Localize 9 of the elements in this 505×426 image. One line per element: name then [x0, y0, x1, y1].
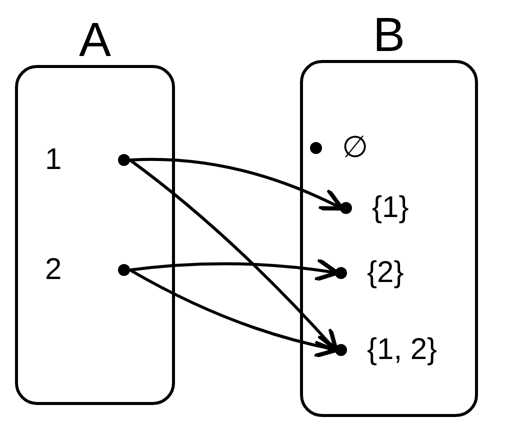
element-label: {2}: [367, 258, 404, 288]
set-label: B: [372, 12, 405, 60]
element-label: 1: [45, 145, 62, 175]
element-label: 2: [45, 255, 62, 285]
element-label: ∅: [342, 132, 368, 162]
set-label: A: [78, 17, 111, 65]
arrow: [130, 158, 344, 211]
element-label: {1, 2}: [367, 334, 438, 364]
element-label: {1}: [372, 192, 409, 222]
